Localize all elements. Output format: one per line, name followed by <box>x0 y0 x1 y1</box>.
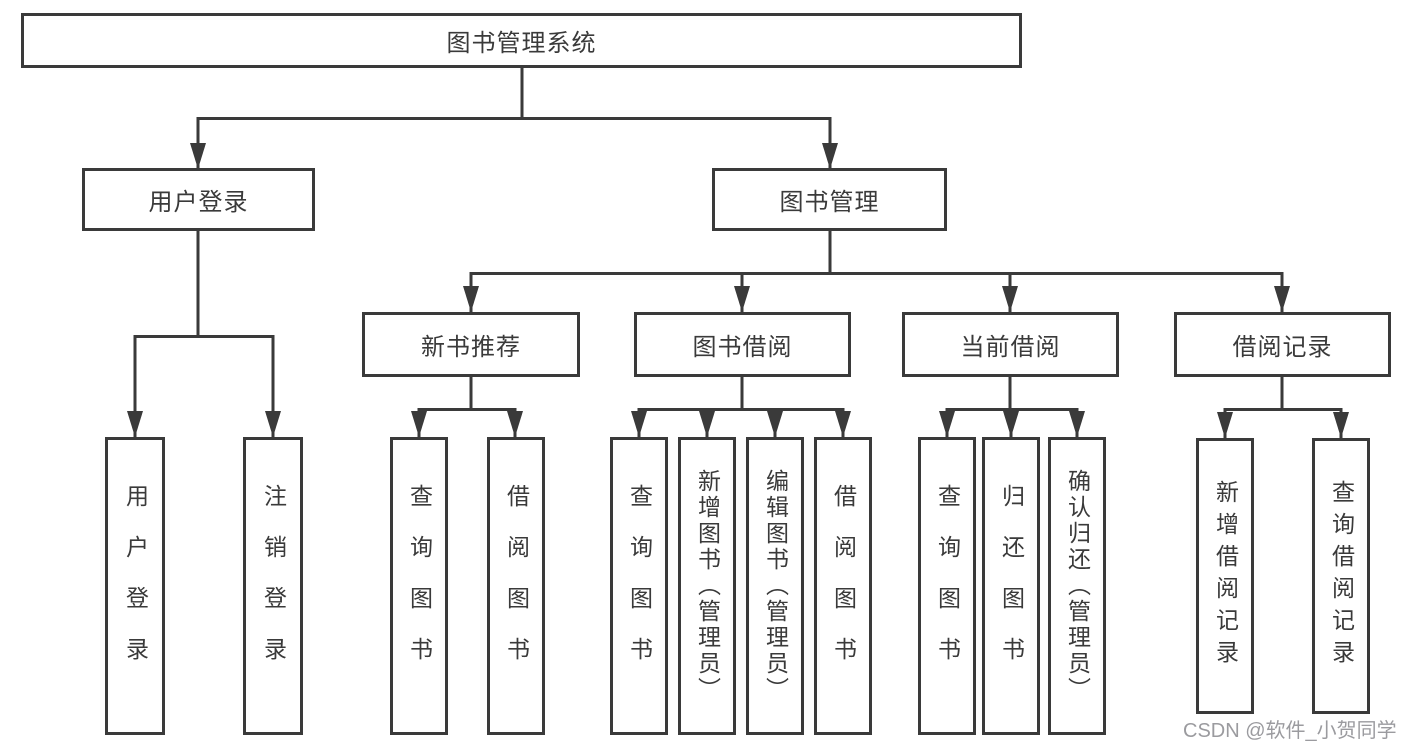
arrowhead-down-icon <box>939 411 955 437</box>
leaf-borrow-books-recommend: 借阅图书 <box>487 437 545 735</box>
leaf-query-books-borrow: 查询图书 <box>610 437 668 735</box>
node-label: 图书管理系统 <box>446 30 597 57</box>
leaf-add-borrow-record: 新增借阅记录 <box>1196 438 1254 714</box>
arrowhead-down-icon <box>190 143 206 169</box>
arrowhead-down-icon <box>699 411 715 437</box>
connector-newbooks-bar <box>418 408 516 411</box>
leaf-query-books-recommend: 查询图书 <box>390 437 448 735</box>
node-current-borrowing: 当前借阅 <box>902 312 1119 377</box>
arrowhead-down-icon <box>1333 412 1349 438</box>
node-label: 用户登录 <box>148 189 249 216</box>
node-label: 图书借阅 <box>692 334 793 361</box>
connector-newbooks-stem <box>469 377 473 408</box>
leaf-query-books-current: 查询图书 <box>918 437 976 735</box>
connector-userlogin-stem <box>196 231 200 335</box>
connector-borrowing-stem <box>740 377 744 408</box>
arrowhead-down-icon <box>1217 412 1233 438</box>
leaf-borrow-books: 借阅图书 <box>814 437 872 735</box>
csdn-watermark: CSDN @软件_小贺同学 <box>1183 720 1397 742</box>
connector-borrowing-bar <box>638 408 844 411</box>
leaf-label: 查询图书 <box>626 484 653 688</box>
node-book-borrowing: 图书借阅 <box>634 312 851 377</box>
arrowhead-down-icon <box>463 286 479 312</box>
node-label: 新书推荐 <box>421 334 521 361</box>
connector-bookmgmt-stem <box>828 231 832 275</box>
node-new-book-recommend: 新书推荐 <box>362 312 580 377</box>
leaf-label: 用户登录 <box>122 484 149 688</box>
node-book-management: 图书管理 <box>712 168 947 231</box>
leaf-label: 归还图书 <box>998 484 1025 688</box>
leaf-return-books: 归还图书 <box>982 437 1040 735</box>
connector-level2-bar <box>470 272 1283 275</box>
arrowhead-down-icon <box>631 411 647 437</box>
node-borrowing-records: 借阅记录 <box>1174 312 1391 377</box>
connector-records-bar <box>1224 408 1342 411</box>
arrowhead-down-icon <box>411 411 427 437</box>
leaf-label: 注销登录 <box>260 484 287 688</box>
leaf-confirm-return-admin: 确认归还（管理员） <box>1048 437 1106 735</box>
leaf-label: 查询图书 <box>406 484 433 688</box>
node-label: 借阅记录 <box>1232 334 1333 361</box>
leaf-label: 新增图书（管理员） <box>694 469 721 703</box>
leaf-label: 编辑图书（管理员） <box>762 469 789 703</box>
arrowhead-down-icon <box>835 411 851 437</box>
arrowhead-down-icon <box>127 411 143 437</box>
connector-records-stem <box>1280 377 1284 408</box>
leaf-query-borrow-record: 查询借阅记录 <box>1312 438 1370 714</box>
leaf-label: 借阅图书 <box>503 484 530 688</box>
arrowhead-down-icon <box>734 286 750 312</box>
leaf-label: 查询图书 <box>934 484 961 688</box>
leaf-label: 查询借阅记录 <box>1328 480 1355 672</box>
arrowhead-down-icon <box>1069 411 1085 437</box>
node-library-system: 图书管理系统 <box>21 13 1022 68</box>
leaf-label: 新增借阅记录 <box>1212 480 1239 672</box>
leaf-label: 确认归还（管理员） <box>1064 469 1091 703</box>
leaf-logout: 注销登录 <box>243 437 303 735</box>
node-label: 图书管理 <box>779 189 880 216</box>
arrowhead-down-icon <box>265 411 281 437</box>
connector-userlogin-bar <box>134 335 274 338</box>
connector-root-stem <box>520 68 524 117</box>
node-user-login: 用户登录 <box>82 168 315 231</box>
connector-stub-leaf <box>133 335 137 437</box>
arrowhead-down-icon <box>507 411 523 437</box>
arrowhead-down-icon <box>822 143 838 169</box>
leaf-add-books-admin: 新增图书（管理员） <box>678 437 736 735</box>
arrowhead-down-icon <box>1274 286 1290 312</box>
arrowhead-down-icon <box>767 411 783 437</box>
leaf-edit-books-admin: 编辑图书（管理员） <box>746 437 804 735</box>
leaf-label: 借阅图书 <box>830 484 857 688</box>
connector-current-stem <box>1008 377 1012 408</box>
arrowhead-down-icon <box>1003 411 1019 437</box>
connector-stub-leaf <box>271 335 275 437</box>
node-label: 当前借阅 <box>960 334 1061 361</box>
connector-root-bar <box>197 117 831 120</box>
leaf-user-login: 用户登录 <box>105 437 165 735</box>
arrowhead-down-icon <box>1002 286 1018 312</box>
